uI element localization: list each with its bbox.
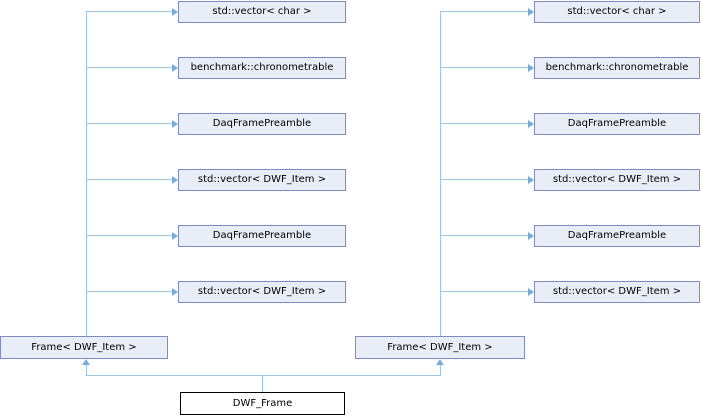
arrowhead-left-3 xyxy=(172,120,178,128)
node-label: DaqFramePreamble xyxy=(212,230,312,241)
arrowhead-left-1 xyxy=(172,8,178,16)
node-right-benchmark-chronometrable[interactable]: benchmark::chronometrable xyxy=(534,57,700,79)
node-left-std-vector-dwf-item-1[interactable]: std::vector< DWF_Item > xyxy=(178,169,346,191)
edge-inherit-horizontal xyxy=(86,375,441,376)
arrowhead-right-3 xyxy=(528,120,534,128)
node-label: Frame< DWF_Item > xyxy=(387,341,493,353)
edge-branch-left-5 xyxy=(86,235,172,236)
node-frame-dwf-item-left[interactable]: Frame< DWF_Item > xyxy=(0,336,168,359)
edge-inherit-stub-right xyxy=(440,365,441,375)
edge-inherit-stub-left xyxy=(86,365,87,375)
arrowhead-left-4 xyxy=(172,176,178,184)
node-label: std::vector< DWF_Item > xyxy=(552,174,682,185)
arrowhead-right-5 xyxy=(528,232,534,240)
node-label: std::vector< char > xyxy=(567,6,667,17)
node-left-std-vector-dwf-item-2[interactable]: std::vector< DWF_Item > xyxy=(178,281,346,303)
node-label: std::vector< DWF_Item > xyxy=(197,286,327,297)
node-right-std-vector-char[interactable]: std::vector< char > xyxy=(534,1,700,23)
node-label: DWF_Frame xyxy=(232,397,293,409)
node-left-daqframepreamble-1[interactable]: DaqFramePreamble xyxy=(178,113,346,135)
node-left-benchmark-chronometrable[interactable]: benchmark::chronometrable xyxy=(178,57,346,79)
arrowhead-right-4 xyxy=(528,176,534,184)
edge-branch-right-5 xyxy=(440,235,528,236)
node-dwf-frame: DWF_Frame xyxy=(180,392,345,415)
edge-branch-right-6 xyxy=(440,291,528,292)
edge-branch-right-3 xyxy=(440,123,528,124)
arrowhead-left-2 xyxy=(172,64,178,72)
arrowhead-inherit-left xyxy=(82,359,90,365)
edge-branch-right-4 xyxy=(440,179,528,180)
edge-branch-left-4 xyxy=(86,179,172,180)
node-label: Frame< DWF_Item > xyxy=(31,341,137,353)
node-label: DaqFramePreamble xyxy=(212,118,312,129)
arrowhead-right-6 xyxy=(528,288,534,296)
node-left-daqframepreamble-2[interactable]: DaqFramePreamble xyxy=(178,225,346,247)
arrowhead-left-5 xyxy=(172,232,178,240)
edge-branch-right-2 xyxy=(440,67,528,68)
edge-inherit-riser xyxy=(262,375,263,392)
node-right-daqframepreamble-1[interactable]: DaqFramePreamble xyxy=(534,113,700,135)
node-label: std::vector< DWF_Item > xyxy=(552,286,682,297)
node-label: std::vector< DWF_Item > xyxy=(197,174,327,185)
arrowhead-inherit-right xyxy=(436,359,444,365)
node-label: DaqFramePreamble xyxy=(567,230,667,241)
edge-branch-left-2 xyxy=(86,67,172,68)
node-right-daqframepreamble-2[interactable]: DaqFramePreamble xyxy=(534,225,700,247)
node-label: benchmark::chronometrable xyxy=(190,62,334,73)
edge-branch-right-1 xyxy=(440,11,528,12)
edge-trunk-right xyxy=(440,11,441,336)
edge-branch-left-3 xyxy=(86,123,172,124)
node-left-std-vector-char[interactable]: std::vector< char > xyxy=(178,1,346,23)
edge-branch-left-6 xyxy=(86,291,172,292)
arrowhead-left-6 xyxy=(172,288,178,296)
node-frame-dwf-item-right[interactable]: Frame< DWF_Item > xyxy=(355,336,525,359)
node-right-std-vector-dwf-item-2[interactable]: std::vector< DWF_Item > xyxy=(534,281,700,303)
arrowhead-right-2 xyxy=(528,64,534,72)
edge-branch-left-1 xyxy=(86,11,172,12)
edge-trunk-left xyxy=(86,11,87,336)
node-label: benchmark::chronometrable xyxy=(545,62,689,73)
arrowhead-right-1 xyxy=(528,8,534,16)
node-label: std::vector< char > xyxy=(212,6,312,17)
node-label: DaqFramePreamble xyxy=(567,118,667,129)
node-right-std-vector-dwf-item-1[interactable]: std::vector< DWF_Item > xyxy=(534,169,700,191)
